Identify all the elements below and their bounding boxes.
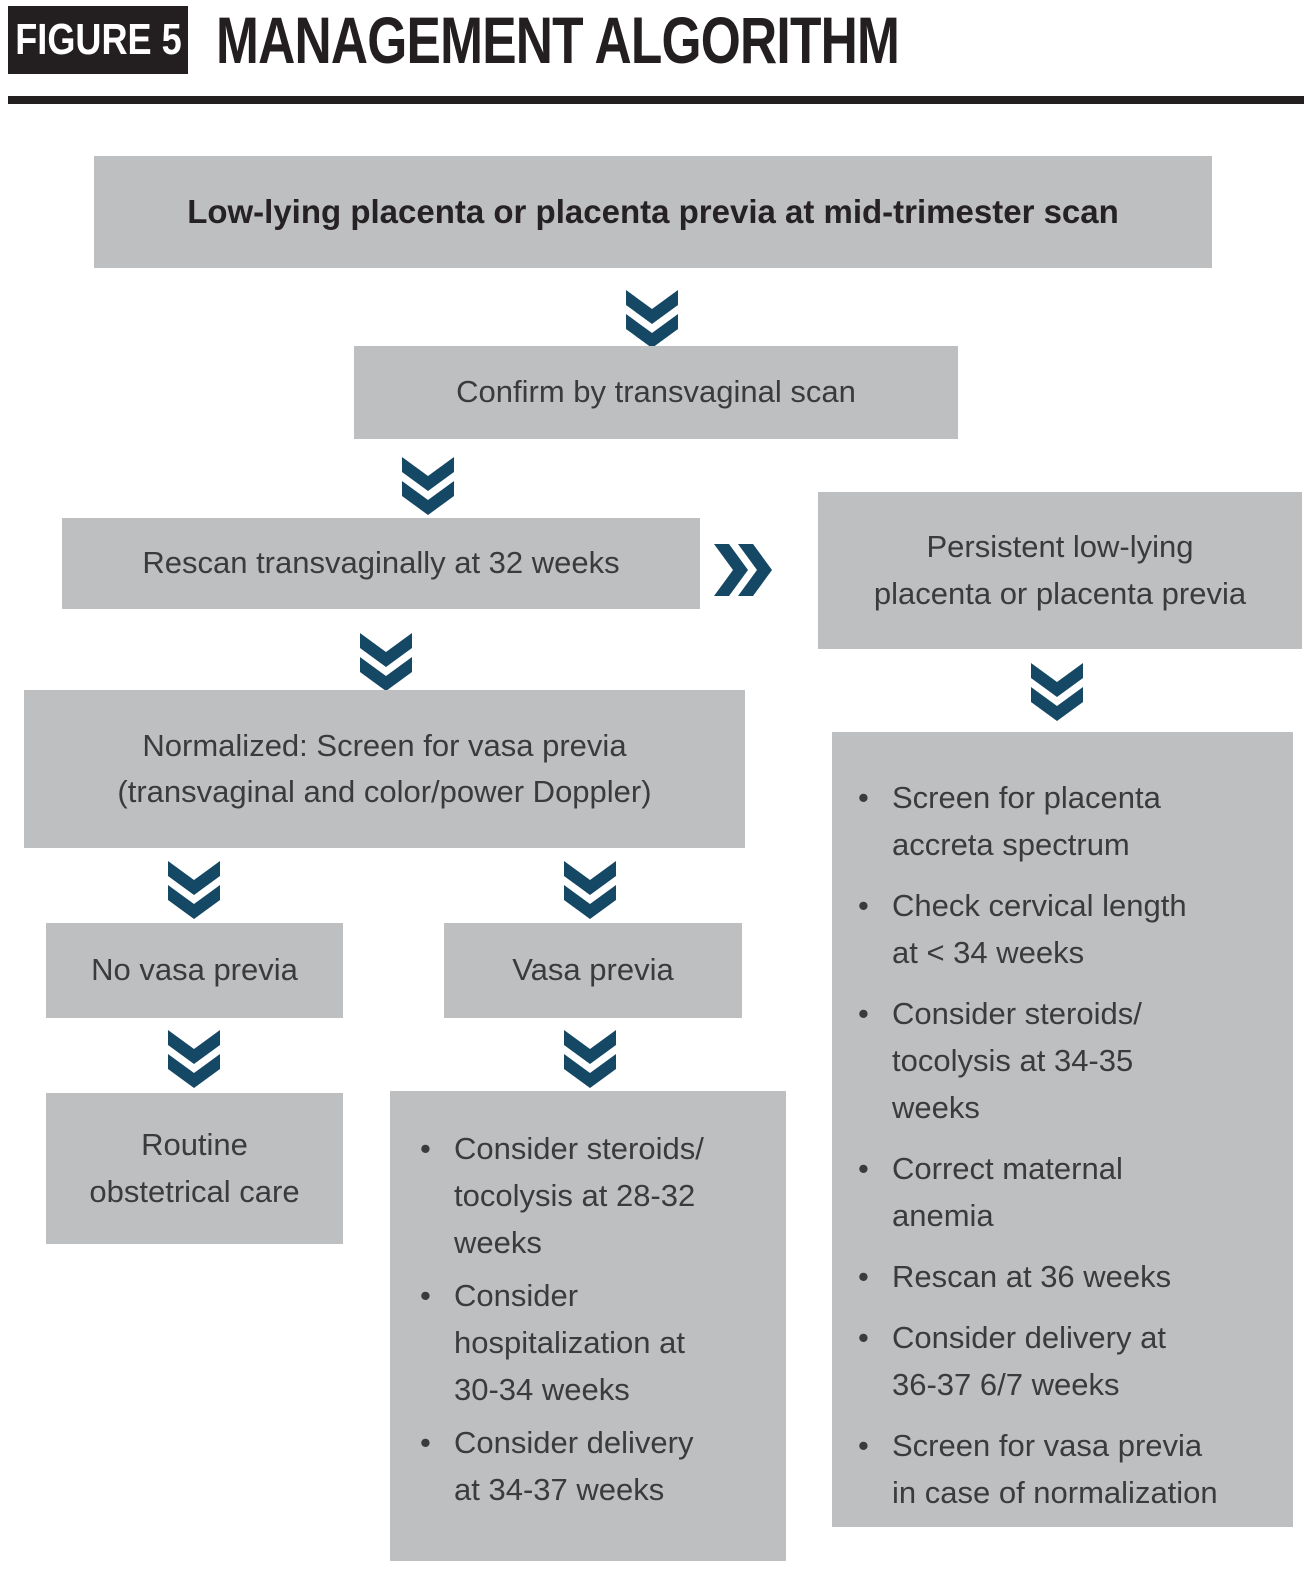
list-item: Consider delivery at 36-37 6/7 weeks (856, 1314, 1283, 1408)
page-title: MANAGEMENT ALGORITHM (216, 3, 1092, 77)
chevron-down-icon (564, 861, 616, 919)
persistent-actions-list: Screen for placenta accreta spectrumChec… (832, 732, 1293, 1516)
node-persistent: Persistent low-lying placenta or placent… (818, 492, 1302, 649)
list-item: Screen for placenta accreta spectrum (856, 774, 1283, 868)
vasa-actions-list: Consider steroids/ tocolysis at 28-32 we… (390, 1091, 786, 1513)
figure-number-badge: FIGURE 5 (8, 6, 188, 74)
list-item: Consider delivery at 34-37 weeks (418, 1419, 772, 1513)
node-no-vasa-previa: No vasa previa (46, 923, 343, 1018)
list-item: Consider hospitalization at 30-34 weeks (418, 1272, 772, 1413)
list-item: Check cervical length at < 34 weeks (856, 882, 1283, 976)
chevron-down-icon (1031, 663, 1083, 721)
node-start: Low-lying placenta or placenta previa at… (94, 156, 1212, 268)
node-vasa-actions: Consider steroids/ tocolysis at 28-32 we… (390, 1091, 786, 1561)
figure-number-label: FIGURE 5 (14, 15, 182, 64)
chevron-right-icon (714, 544, 772, 596)
page-title-text: MANAGEMENT ALGORITHM (216, 3, 900, 77)
list-item: Consider steroids/ tocolysis at 34-35 we… (856, 990, 1283, 1131)
list-item: Correct maternal anemia (856, 1145, 1283, 1239)
chevron-down-icon (168, 861, 220, 919)
node-rescan: Rescan transvaginally at 32 weeks (62, 518, 700, 609)
node-normalized: Normalized: Screen for vasa previa (tran… (24, 690, 745, 848)
list-item: Screen for vasa previa in case of normal… (856, 1422, 1283, 1516)
chevron-down-icon (402, 457, 454, 515)
node-persistent-actions: Screen for placenta accreta spectrumChec… (832, 732, 1293, 1527)
node-vasa-previa: Vasa previa (444, 923, 742, 1018)
node-confirm: Confirm by transvaginal scan (354, 346, 958, 439)
node-routine-care: Routine obstetrical care (46, 1093, 343, 1244)
chevron-down-icon (360, 633, 412, 691)
list-item: Rescan at 36 weeks (856, 1253, 1283, 1300)
header-divider (8, 96, 1304, 104)
chevron-down-icon (626, 290, 678, 348)
list-item: Consider steroids/ tocolysis at 28-32 we… (418, 1125, 772, 1266)
chevron-down-icon (564, 1030, 616, 1088)
chevron-down-icon (168, 1030, 220, 1088)
